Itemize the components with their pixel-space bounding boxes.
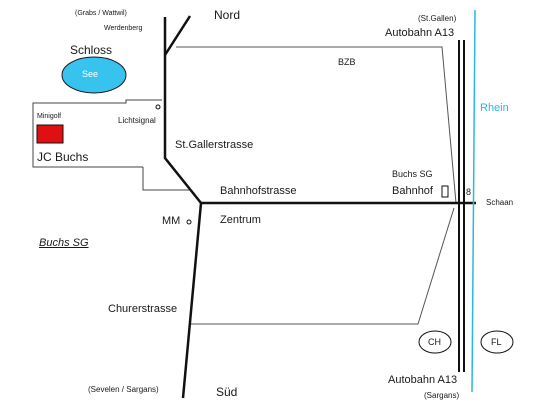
- place-name-label: Buchs SG: [39, 237, 89, 249]
- river-label: Rhein: [480, 102, 509, 114]
- zentrum-label: Zentrum: [220, 214, 261, 226]
- motorway-south-label: Autobahn A13: [388, 374, 458, 386]
- road-st-gallerstrasse: [163, 17, 202, 204]
- exit-number-label: 8: [466, 187, 472, 197]
- st-gallerstrasse-label: St.Gallerstrasse: [175, 139, 254, 151]
- zentrum-zone-outline: [190, 207, 455, 325]
- station-label: Bahnhof: [392, 185, 433, 197]
- bzb-zone-outline: [176, 46, 457, 204]
- north-destination-label: (Grabs / Wattwil): [75, 10, 127, 17]
- country-fl-oval: [480, 330, 514, 354]
- schaan-label: Schaan: [486, 198, 514, 207]
- motorway-north-label: Autobahn A13: [385, 27, 455, 39]
- station-town-label: Buchs SG: [392, 169, 433, 179]
- country-ch-oval: [418, 330, 452, 354]
- country-ch-label: CH: [428, 337, 441, 347]
- schloss-label: Schloss: [70, 43, 113, 57]
- south-direction-label: Süd: [216, 385, 238, 399]
- motorway-north-destination: (St.Gallen): [418, 14, 457, 23]
- mm-label: MM: [162, 215, 181, 227]
- south-destination-label: (Sevelen / Sargans): [88, 385, 159, 394]
- traffic-light-label: Lichtsignal: [118, 116, 156, 125]
- country-fl-label: FL: [491, 337, 502, 347]
- minigolf-label: Minigolf: [37, 113, 62, 120]
- traffic-light-marker: [155, 104, 161, 110]
- road-churerstrasse: [181, 202, 203, 399]
- bahnhofstrasse-label: Bahnhofstrasse: [220, 185, 297, 197]
- north-direction-label: Nord: [214, 8, 241, 22]
- lake-see: [61, 56, 127, 94]
- werdenberg-label: Werdenberg: [104, 25, 143, 32]
- bzb-label: BZB: [338, 57, 356, 67]
- parking-outline: [142, 167, 190, 191]
- jc-buchs-building-outline: [32, 99, 162, 168]
- motorway-south-destination: (Sargans): [424, 391, 460, 400]
- jc-buchs-marker: [36, 124, 64, 144]
- mm-marker: [186, 219, 192, 225]
- river-rhein: [471, 9, 476, 393]
- lake-label: See: [82, 69, 99, 79]
- churerstrasse-label: Churerstrasse: [108, 303, 178, 315]
- jc-buchs-label: JC Buchs: [37, 150, 89, 164]
- station-marker: [441, 185, 449, 198]
- road-north-branch: [163, 15, 192, 56]
